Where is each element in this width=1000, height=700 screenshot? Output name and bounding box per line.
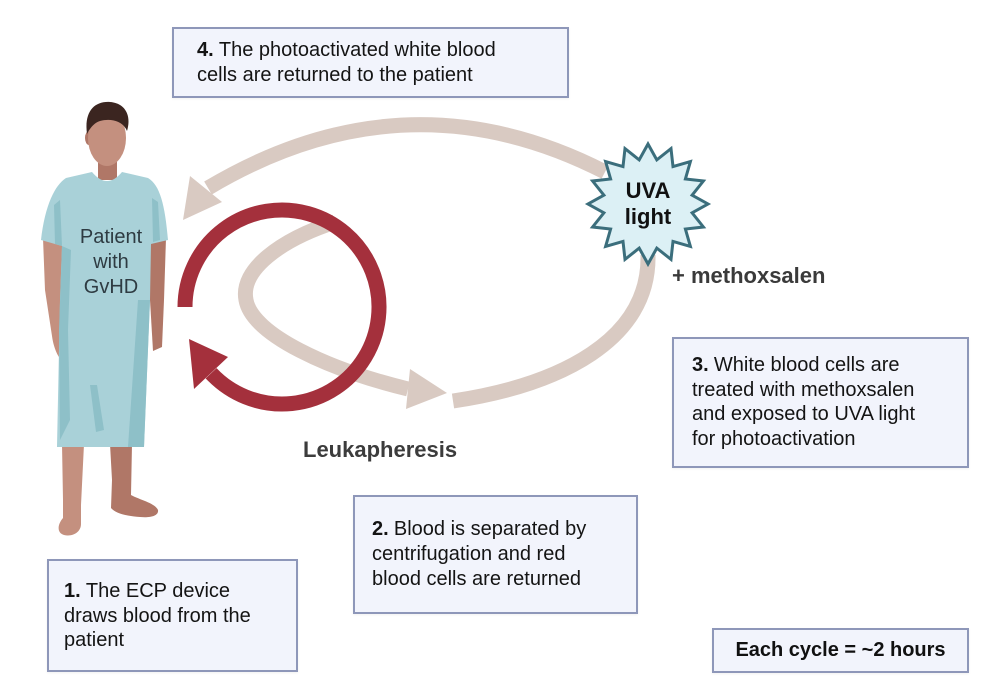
- patient-figure: Patient with GvHD: [41, 101, 168, 536]
- step-3-text: White blood cells are: [713, 354, 900, 376]
- gown-fold: [54, 200, 62, 246]
- cycle-ring: [177, 202, 387, 412]
- patient-right-arm: [150, 238, 166, 351]
- step-2-box: 2.Blood is separated by centrifugation a…: [353, 495, 638, 614]
- step-3-line-3: and exposed to UVA light: [692, 403, 916, 426]
- step-1-line-1: 1.The ECP device: [64, 579, 296, 604]
- flow-arrows: [183, 117, 656, 409]
- step-3-line-4: for photoactivation: [692, 428, 856, 451]
- step-4-line-2: cells are returned to the patient: [197, 64, 473, 86]
- step-1-number: 1.: [64, 580, 81, 602]
- step-1-text: The ECP device: [85, 580, 231, 602]
- gown-fold: [152, 198, 160, 242]
- patient-label-line-3: GvHD: [84, 276, 138, 298]
- uva-label-line-2: light: [625, 204, 672, 229]
- cycle-duration-box: Each cycle = ~2 hours: [712, 628, 969, 673]
- step-2-line-3: blood cells are returned: [372, 568, 582, 590]
- step-3-number: 3.: [692, 354, 709, 376]
- uva-label-line-1: UVA: [626, 178, 671, 203]
- patient-head: [88, 110, 126, 166]
- patient-label-line-2: with: [92, 251, 129, 273]
- step-1-box: 1.The ECP device draws blood from the pa…: [47, 559, 298, 672]
- step-4-box: 4.The photoactivated white blood cells a…: [172, 27, 569, 98]
- step-4-text: The photoactivated white blood: [218, 39, 496, 61]
- methoxsalen-label: + methoxsalen: [672, 263, 825, 288]
- step-1-line-2: draws blood from the: [64, 604, 251, 627]
- step-2-text: Blood is separated by: [393, 518, 587, 540]
- leukapheresis-cycle-icon: [177, 202, 387, 412]
- step-3-line-1: 3.White blood cells are: [692, 353, 967, 378]
- cycle-arrowhead: [189, 339, 228, 389]
- leukapheresis-flow-arrowhead: [406, 369, 447, 409]
- treatment-flow-arc: [451, 254, 656, 409]
- step-3-box: 3.White blood cells are treated with met…: [672, 337, 969, 468]
- gown-fold: [59, 246, 71, 440]
- uva-light-burst: UVA light: [584, 140, 712, 268]
- uva-starburst-icon: [584, 140, 712, 268]
- leukapheresis-flow-arrow: [237, 214, 410, 397]
- step-4-line-1: 4.The photoactivated white blood: [197, 38, 567, 63]
- gown-fold: [90, 385, 104, 432]
- step-3-line-2: treated with methoxsalen: [692, 378, 915, 401]
- return-to-patient-arrow: [204, 117, 609, 195]
- return-to-patient-arrowhead: [183, 176, 222, 220]
- patient-hair: [86, 101, 129, 134]
- cycle-duration-text: Each cycle = ~2 hours: [735, 639, 946, 661]
- step-4-number: 4.: [197, 39, 214, 61]
- gown-fold: [128, 300, 150, 447]
- patient-right-leg: [110, 444, 159, 518]
- step-2-line-2: centrifugation and red: [372, 543, 566, 565]
- leukapheresis-label: Leukapheresis: [303, 437, 457, 462]
- step-2-number: 2.: [372, 518, 389, 540]
- step-1-line-3: patient: [64, 629, 125, 651]
- patient-left-leg: [58, 444, 84, 536]
- step-2-line-1: 2.Blood is separated by: [372, 517, 636, 542]
- patient-label-line-1: Patient: [80, 226, 143, 248]
